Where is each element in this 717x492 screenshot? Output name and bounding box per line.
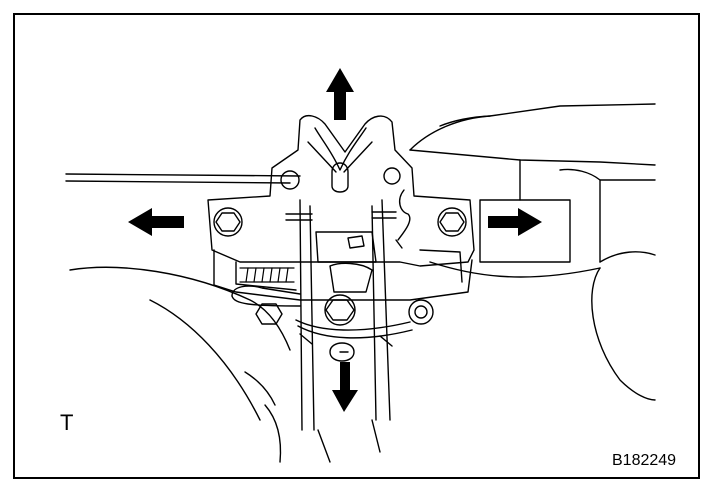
body-contour (409, 103, 656, 151)
cable (295, 319, 411, 331)
small-bolt (408, 299, 434, 325)
latch-notch (314, 127, 367, 171)
plate-hole (383, 167, 401, 185)
body-contour (264, 404, 282, 463)
latch-notch (307, 141, 337, 173)
body-contour (409, 149, 656, 166)
release-lever (231, 295, 301, 307)
lock-housing (419, 249, 463, 283)
cable-rod (309, 205, 315, 431)
latch-mechanism (315, 231, 377, 263)
figure-code: B182249 (612, 452, 677, 469)
latch-striker (331, 162, 349, 193)
cable-rod (371, 419, 381, 453)
cable (297, 325, 413, 339)
cable-rod (381, 199, 391, 421)
lock-housing (235, 261, 297, 291)
left-arrow (128, 208, 184, 236)
lock-housing (213, 249, 473, 301)
small-bolt (255, 303, 283, 325)
cable-rod (299, 199, 303, 431)
body-contour (599, 251, 656, 263)
center-nut (324, 294, 356, 326)
down-arrow (332, 362, 358, 412)
hood-edge-line (65, 173, 301, 177)
latch-notch (343, 141, 373, 173)
pivot-clip (329, 342, 355, 362)
body-contour (429, 261, 601, 278)
body-contour (479, 199, 571, 263)
center-nut (325, 299, 355, 321)
hood-edge-line (65, 180, 291, 184)
lock-plate (207, 114, 475, 267)
spring-hook (397, 189, 411, 241)
figure-frame (13, 13, 700, 479)
body-contour (244, 371, 276, 406)
cable-rod (317, 429, 331, 463)
small-bolt (414, 305, 428, 319)
body-contour (69, 266, 291, 351)
mounting-bolt-right (437, 207, 467, 237)
cable (299, 333, 393, 347)
right-arrow (488, 208, 542, 236)
up-arrow (326, 68, 354, 120)
body-contour (591, 267, 656, 401)
mounting-bolt-left (213, 207, 243, 237)
body-contour (149, 299, 261, 421)
plate-hole (280, 170, 300, 190)
mounting-bolt-right (439, 212, 465, 232)
spring (239, 267, 295, 283)
body-contour (559, 168, 601, 263)
release-lever (231, 285, 301, 297)
mounting-bolt-left (215, 212, 241, 232)
spring-hook (395, 239, 403, 249)
body-contour (439, 115, 491, 127)
view-label: T (60, 410, 74, 435)
latch-mechanism (347, 235, 365, 249)
latch-mechanism (329, 262, 373, 293)
